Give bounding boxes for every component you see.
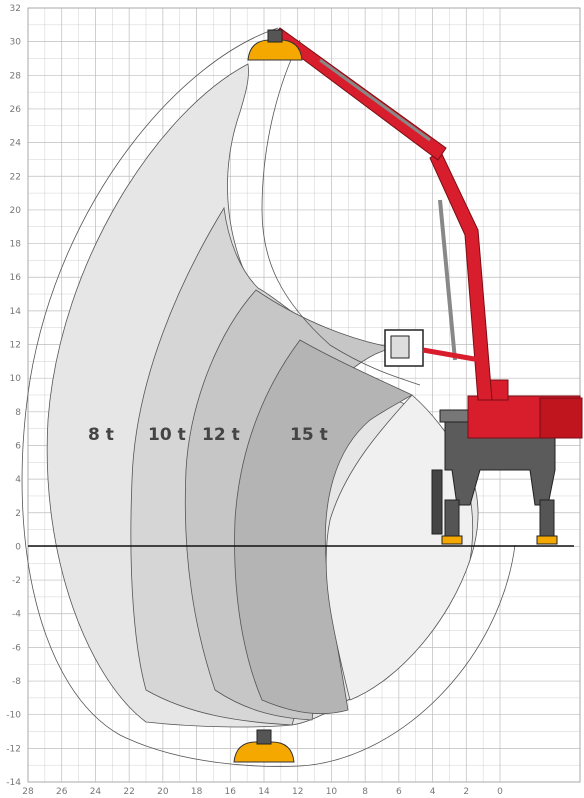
- inner-envelope-line: [261, 39, 421, 386]
- grab-top-head: [267, 29, 283, 43]
- y-tick-label: -10: [6, 711, 21, 721]
- y-tick-label: 8: [15, 408, 21, 418]
- y-tick-label: 22: [10, 172, 21, 182]
- outer-envelope-line: [21, 27, 516, 767]
- zone-15t-area: [234, 339, 413, 715]
- y-tick-label: 4: [15, 475, 21, 485]
- y-tick-label: 28: [10, 71, 22, 81]
- y-tick-label: 18: [10, 240, 22, 250]
- y-tick-label: 12: [10, 341, 21, 351]
- grab-bottom-icon: [233, 741, 295, 763]
- undercarriage: [444, 419, 556, 506]
- x-tick-label: 0: [497, 787, 503, 797]
- y-tick-label: -6: [12, 643, 21, 653]
- stick-cylinder: [319, 58, 431, 142]
- y-tick-label: 16: [10, 273, 22, 283]
- y-tick-label: -14: [6, 778, 21, 788]
- x-tick-label: 20: [157, 787, 169, 797]
- y-tick-label: -2: [12, 576, 21, 586]
- x-tick-label: 24: [90, 787, 102, 797]
- y-axis-ticks: 32302826242220181614121086420-2-4-6-8-10…: [6, 4, 21, 788]
- y-tick-label: 6: [15, 441, 21, 451]
- y-tick-label: 2: [15, 509, 21, 519]
- pad-left: [441, 535, 463, 545]
- x-tick-label: 10: [326, 787, 338, 797]
- grab-bottom-head: [256, 729, 272, 745]
- outrigger-left: [444, 499, 460, 537]
- x-tick-label: 28: [22, 787, 34, 797]
- y-tick-label: 10: [10, 374, 22, 384]
- x-tick-label: 18: [191, 787, 203, 797]
- zone-label-10t: 10 t: [148, 425, 186, 445]
- grab-bottom: [233, 729, 295, 763]
- stick: [271, 27, 447, 161]
- y-tick-label: 32: [10, 4, 21, 14]
- y-tick-label: -4: [12, 610, 21, 620]
- cab-window: [390, 335, 410, 359]
- y-tick-label: -8: [12, 677, 21, 687]
- x-tick-label: 4: [430, 787, 436, 797]
- x-tick-label: 22: [123, 787, 134, 797]
- zone-label-8t: 8 t: [88, 425, 114, 445]
- outrigger-right: [539, 499, 555, 537]
- hydraulic-cylinder: [438, 199, 457, 361]
- y-tick-label: 30: [10, 38, 22, 48]
- pad-right: [536, 535, 558, 545]
- x-tick-label: 12: [292, 787, 303, 797]
- y-tick-label: 20: [10, 206, 22, 216]
- x-tick-label: 16: [225, 787, 237, 797]
- x-tick-label: 8: [362, 787, 368, 797]
- zone-label-12t: 12 t: [202, 425, 240, 445]
- x-tick-label: 26: [56, 787, 68, 797]
- x-tick-label: 6: [396, 787, 402, 797]
- grab-top: [247, 29, 303, 61]
- y-tick-label: 0: [15, 542, 21, 552]
- counterweight: [539, 397, 583, 439]
- x-tick-label: 2: [463, 787, 469, 797]
- main-boom: [429, 149, 493, 401]
- cab-arm: [422, 347, 481, 363]
- material-handler-machine: [271, 27, 583, 545]
- load-zones: [21, 27, 516, 767]
- y-tick-label: -12: [6, 744, 21, 754]
- y-tick-label: 14: [10, 307, 22, 317]
- zone-label-15t: 15 t: [290, 425, 328, 445]
- y-tick-label: 24: [10, 139, 22, 149]
- x-tick-label: 14: [258, 787, 270, 797]
- wheel-left: [431, 469, 443, 535]
- y-tick-label: 26: [10, 105, 22, 115]
